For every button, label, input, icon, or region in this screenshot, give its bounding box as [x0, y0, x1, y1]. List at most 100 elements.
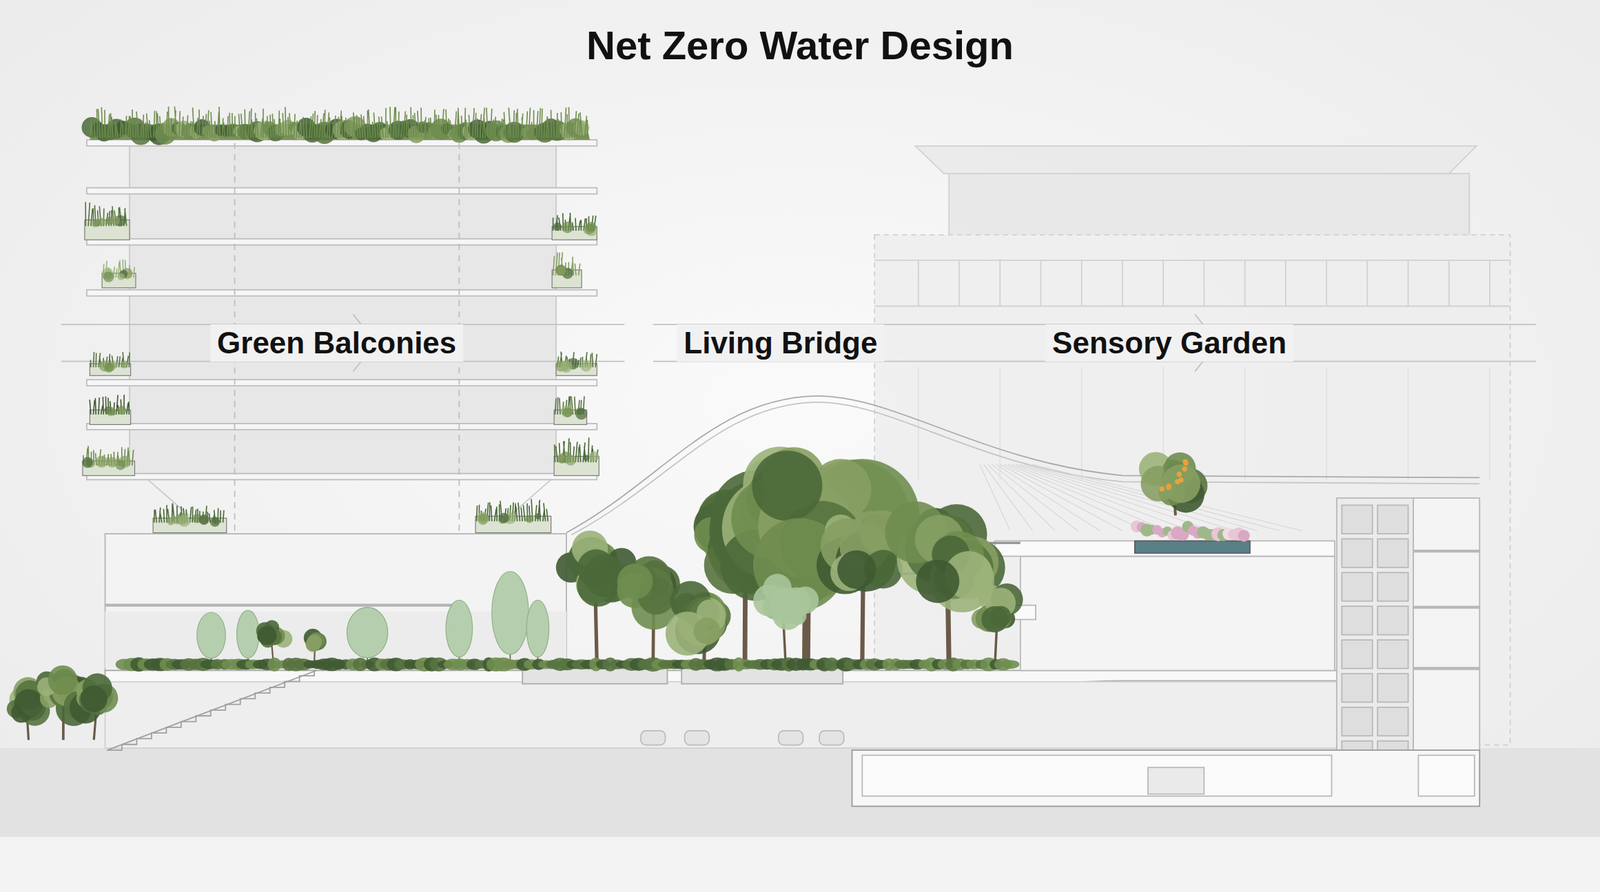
shrub	[589, 451, 600, 462]
canopy	[306, 634, 322, 650]
right-building	[862, 755, 1332, 796]
right-building	[1377, 505, 1408, 534]
right-building	[1020, 556, 1335, 672]
bridge-canopy	[999, 464, 1123, 531]
shrub	[478, 514, 489, 525]
right-building	[1341, 505, 1372, 534]
ghost-building	[1040, 260, 1042, 307]
ghost-building	[1407, 367, 1410, 480]
canopy	[837, 550, 876, 590]
right-building	[1413, 605, 1480, 609]
zone-label: Green Balconies	[210, 324, 464, 362]
ground-fade	[0, 837, 1600, 892]
shrub	[575, 407, 588, 420]
ghost-building	[874, 259, 1511, 262]
canopy	[915, 559, 960, 603]
ghost-building	[1244, 260, 1246, 307]
shrub	[199, 514, 210, 526]
canopy	[80, 685, 108, 713]
right-building	[1377, 673, 1408, 703]
ghost-building	[874, 305, 1511, 308]
canopy	[693, 618, 721, 645]
flower	[1238, 529, 1250, 542]
canopy	[48, 665, 78, 696]
ghost-building	[874, 234, 1511, 746]
buildings	[106, 670, 317, 751]
right-building	[1377, 640, 1408, 669]
tower	[86, 188, 597, 195]
right-building	[852, 750, 1481, 807]
ghost-building	[917, 260, 920, 307]
right-building	[1147, 767, 1204, 795]
ghost-building	[1325, 367, 1328, 480]
shrub	[565, 454, 576, 466]
ghost-building	[1285, 260, 1287, 307]
canopy	[1161, 464, 1201, 504]
shrub	[210, 516, 220, 527]
ghost-building	[999, 367, 1001, 480]
shrub	[556, 265, 566, 275]
right-building	[1418, 755, 1474, 796]
shrub	[178, 515, 191, 528]
canopy	[491, 571, 529, 655]
canopy	[445, 600, 473, 658]
podium	[105, 534, 567, 672]
right-building	[1413, 667, 1480, 670]
planter-bed	[681, 669, 843, 685]
shrub	[117, 405, 127, 415]
shrub	[586, 221, 597, 232]
right-building	[852, 498, 1481, 807]
right-building	[1377, 707, 1408, 736]
planter	[1134, 540, 1250, 554]
canopy	[617, 563, 654, 600]
ghost-building	[958, 260, 960, 307]
buildings	[86, 139, 1511, 807]
podium	[105, 534, 567, 672]
right-building	[995, 540, 1335, 557]
ghost-building	[1489, 260, 1491, 307]
ghost-building	[1448, 260, 1450, 307]
right-building	[1377, 538, 1408, 568]
tower	[86, 474, 597, 481]
shrub	[525, 514, 534, 523]
right-building	[1413, 549, 1480, 553]
bridge-canopy	[1016, 464, 1213, 531]
shrub	[557, 454, 566, 462]
vegetation	[6, 106, 1250, 741]
canopy	[257, 626, 278, 646]
shrub	[560, 405, 574, 418]
fruit	[1182, 466, 1188, 472]
shrub	[120, 361, 129, 369]
canopy	[237, 610, 260, 659]
right-building	[1341, 707, 1372, 736]
lower-level	[105, 682, 1337, 749]
shrub	[561, 221, 574, 234]
shrub	[104, 363, 114, 373]
ground	[0, 748, 1600, 892]
shrub	[555, 265, 566, 276]
shrub	[582, 454, 590, 461]
bridge-canopy	[995, 464, 1100, 531]
canopy	[346, 607, 388, 659]
right-building	[1341, 572, 1372, 601]
tower	[86, 139, 597, 749]
podium	[105, 603, 460, 607]
tower	[86, 379, 597, 386]
tower	[86, 290, 597, 297]
ghost-building	[1244, 367, 1246, 480]
canopy	[526, 600, 550, 658]
ghost-building	[915, 146, 1476, 174]
right-building	[1377, 572, 1408, 601]
shrub	[560, 360, 573, 373]
ghost-building	[1162, 260, 1164, 307]
bridge-canopy	[991, 464, 1078, 531]
shrub	[106, 407, 116, 417]
bridge-canopy	[1012, 464, 1191, 531]
ghost-building	[999, 260, 1001, 307]
bridge-canopy	[1032, 464, 1303, 531]
shrub	[534, 513, 541, 520]
shrub	[117, 272, 125, 280]
